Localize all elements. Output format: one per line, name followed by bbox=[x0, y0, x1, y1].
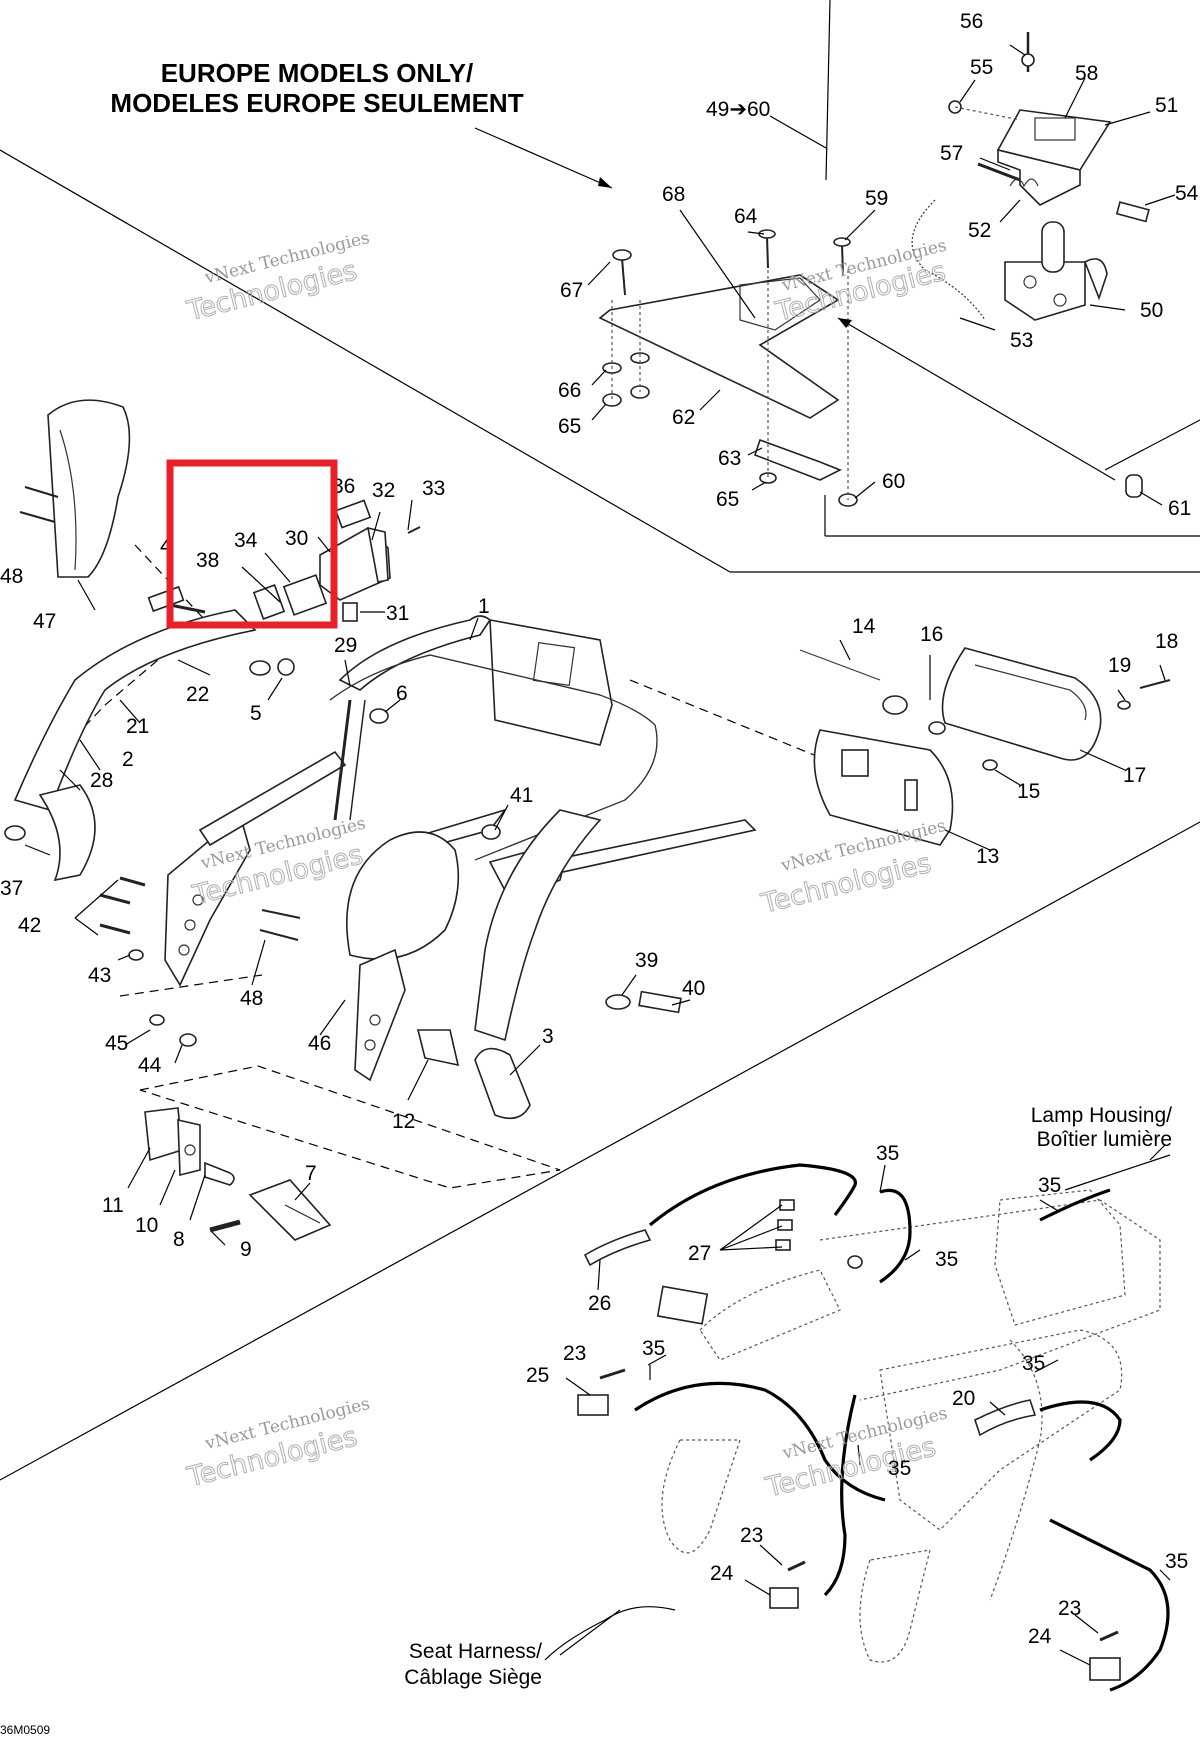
callout-23-c: 23 bbox=[1058, 1597, 1081, 1620]
callout-36: 36 bbox=[332, 475, 355, 498]
section-lines bbox=[0, 0, 1200, 1481]
rack-frame bbox=[249, 615, 757, 1120]
callout-24-a: 24 bbox=[710, 1562, 734, 1585]
plate-bracket-assembly bbox=[598, 32, 1150, 507]
callout-57: 57 bbox=[940, 142, 963, 165]
highlight-box bbox=[166, 459, 338, 629]
callout-48-top: 48 bbox=[0, 565, 23, 588]
callout-35-c: 35 bbox=[935, 1248, 958, 1271]
callout-38: 38 bbox=[196, 549, 219, 572]
callout-21: 21 bbox=[126, 715, 149, 738]
heading-line-1: EUROPE MODELS ONLY/ bbox=[161, 58, 474, 88]
callout-62: 62 bbox=[672, 406, 695, 429]
seat-harness-label-2: Câblage Siège bbox=[404, 1666, 542, 1689]
callout-34: 34 bbox=[234, 529, 258, 552]
callout-35-g: 35 bbox=[1165, 1550, 1188, 1573]
heading-line-2: MODELES EUROPE SEULEMENT bbox=[110, 88, 523, 118]
callout-25: 25 bbox=[526, 1364, 549, 1387]
callout-19: 19 bbox=[1108, 654, 1131, 677]
callout-13: 13 bbox=[976, 845, 999, 868]
callout-56: 56 bbox=[960, 10, 983, 33]
callout-2: 2 bbox=[122, 748, 134, 771]
callout-40: 40 bbox=[682, 977, 705, 1000]
callout-60: 60 bbox=[882, 470, 905, 493]
callout-45: 45 bbox=[105, 1032, 128, 1055]
callout-61: 61 bbox=[1168, 497, 1191, 520]
callout-63: 63 bbox=[718, 447, 741, 470]
callout-46: 46 bbox=[308, 1032, 331, 1055]
callout-27: 27 bbox=[688, 1242, 711, 1265]
wiring-harness bbox=[577, 1163, 1170, 1692]
callout-35-d: 35 bbox=[642, 1337, 665, 1360]
callout-23-b: 23 bbox=[740, 1524, 763, 1547]
callout-37: 37 bbox=[0, 877, 23, 900]
callout-12: 12 bbox=[392, 1110, 415, 1133]
callout-48-mid: 48 bbox=[240, 987, 263, 1010]
callout-54: 54 bbox=[1175, 182, 1199, 205]
callout-64: 64 bbox=[734, 205, 758, 228]
callout-8: 8 bbox=[173, 1228, 185, 1251]
callout-32: 32 bbox=[372, 479, 395, 502]
callout-10: 10 bbox=[135, 1214, 158, 1237]
callout-16: 16 bbox=[920, 623, 943, 646]
callout-5: 5 bbox=[250, 702, 262, 725]
drawing-code: 36M0509 bbox=[0, 1723, 50, 1737]
callout-35-b: 35 bbox=[1038, 1174, 1061, 1197]
callout-43: 43 bbox=[88, 964, 111, 987]
callout-18: 18 bbox=[1155, 630, 1178, 653]
callout-65-bottom: 65 bbox=[716, 488, 739, 511]
callout-41: 41 bbox=[510, 784, 533, 807]
callout-15: 15 bbox=[1017, 780, 1040, 803]
callout-35-e: 35 bbox=[1022, 1352, 1045, 1375]
callout-14: 14 bbox=[852, 615, 876, 638]
callout-28: 28 bbox=[90, 769, 113, 792]
small-parts bbox=[144, 1107, 332, 1241]
callout-51: 51 bbox=[1155, 94, 1178, 117]
callout-44: 44 bbox=[138, 1054, 162, 1077]
callout-47: 47 bbox=[33, 610, 56, 633]
leader-lines bbox=[24, 44, 1176, 1666]
callout-42: 42 bbox=[18, 914, 41, 937]
seat-harness-label-1: Seat Harness/ bbox=[409, 1640, 542, 1663]
callout-31: 31 bbox=[386, 602, 409, 625]
lamp-housing-label-1: Lamp Housing/ bbox=[1031, 1104, 1172, 1127]
lamp-housing-label-2: Boîtier lumière bbox=[1037, 1128, 1172, 1151]
callout-50: 50 bbox=[1140, 299, 1163, 322]
callout-6: 6 bbox=[396, 682, 408, 705]
tail-lamp bbox=[799, 647, 1171, 846]
callout-68: 68 bbox=[662, 183, 685, 206]
callout-3: 3 bbox=[542, 1025, 554, 1048]
callout-29: 29 bbox=[334, 634, 357, 657]
callout-65-top: 65 bbox=[558, 415, 581, 438]
callout-53: 53 bbox=[1010, 329, 1033, 352]
callout-35-f: 35 bbox=[888, 1457, 911, 1480]
callout-9: 9 bbox=[240, 1238, 252, 1261]
callout-17: 17 bbox=[1123, 764, 1146, 787]
callout-11: 11 bbox=[102, 1194, 124, 1217]
callout-7: 7 bbox=[305, 1162, 317, 1185]
callout-39: 39 bbox=[635, 949, 658, 972]
callout-22: 22 bbox=[186, 683, 209, 706]
callout-59: 59 bbox=[865, 187, 888, 210]
callouts: 56 55 58 51 57 54 52 50 53 68 64 59 67 6… bbox=[0, 10, 1199, 1648]
callout-1: 1 bbox=[478, 595, 490, 618]
callout-26: 26 bbox=[588, 1292, 611, 1315]
range-label: 49➔60 bbox=[706, 98, 770, 121]
callout-67: 67 bbox=[560, 279, 583, 302]
callout-58: 58 bbox=[1075, 62, 1098, 85]
callout-55: 55 bbox=[970, 56, 993, 79]
callout-20: 20 bbox=[952, 1387, 975, 1410]
callout-52: 52 bbox=[968, 219, 991, 242]
callout-30: 30 bbox=[285, 527, 308, 550]
callout-33: 33 bbox=[422, 477, 445, 500]
callout-24-b: 24 bbox=[1028, 1625, 1052, 1648]
callout-66: 66 bbox=[558, 379, 581, 402]
callout-23-a: 23 bbox=[563, 1342, 586, 1365]
callout-35-a: 35 bbox=[876, 1142, 899, 1165]
